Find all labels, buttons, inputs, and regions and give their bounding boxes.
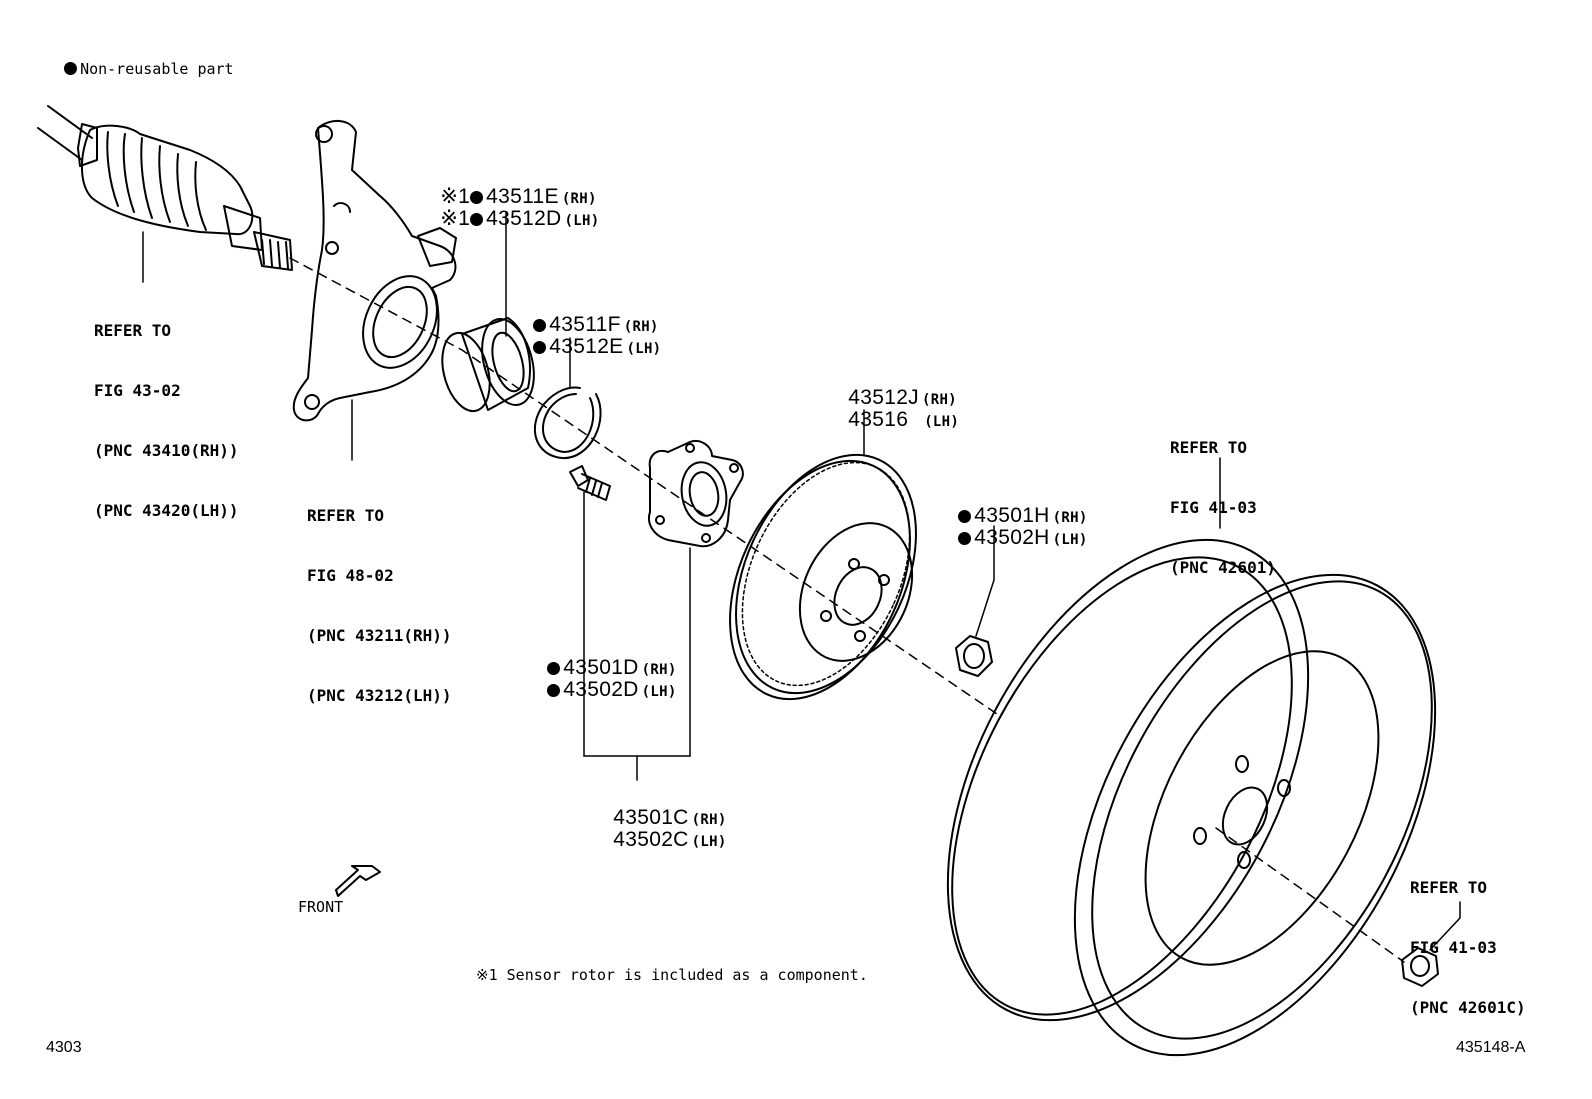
ref-line: REFER TO <box>94 321 172 340</box>
ref-line: (PNC 43212(LH)) <box>307 686 452 705</box>
non-reusable-dot-icon <box>470 191 484 204</box>
part-snapring-lh[interactable]: 43512E(LH) <box>521 315 661 357</box>
part-nut-rh[interactable]: 43501H(RH) <box>946 484 1088 526</box>
ref-line: REFER TO <box>307 506 385 525</box>
ref-knuckle: REFER TO FIG 48-02 (PNC 43211(RH)) (PNC … <box>307 466 452 726</box>
non-reusable-dot-icon <box>533 341 547 354</box>
non-reusable-dot-icon <box>958 532 972 545</box>
part-number: 43501D <box>563 656 639 679</box>
drive-shaft <box>37 105 293 283</box>
non-reusable-dot-icon <box>533 319 547 332</box>
front-arrow-icon <box>335 865 381 897</box>
non-reusable-dot-icon <box>958 510 972 523</box>
part-nut-lh[interactable]: 43502H(LH) <box>946 506 1088 548</box>
ref-wheel: REFER TO FIG 41-03 (PNC 42601) <box>1170 398 1276 598</box>
legend: Non-reusable part <box>46 47 234 77</box>
part-number: 43512J <box>848 386 919 409</box>
ref-wheel-nut: REFER TO FIG 41-03 (PNC 42601C) <box>1410 838 1526 1038</box>
side-label: (LH) <box>641 684 677 700</box>
non-reusable-dot-icon <box>470 213 484 226</box>
part-number: 43516 <box>848 408 909 431</box>
part-snapring-rh[interactable]: 43511F(RH) <box>521 293 659 335</box>
assembly-axis-line-wheel <box>1215 827 1405 963</box>
side-label: (RH) <box>641 662 677 678</box>
part-number: 43511F <box>549 313 621 336</box>
snap-ring <box>534 337 602 460</box>
figure-id: 435148-A <box>1456 1039 1526 1056</box>
legend-text: Non-reusable part <box>80 60 234 78</box>
side-label: (LH) <box>691 834 727 850</box>
non-reusable-dot-icon <box>547 684 561 697</box>
ref-line: FIG 41-03 <box>1170 498 1257 517</box>
hub-bolt <box>569 465 611 757</box>
part-bearing-lh[interactable]: ※1 43512D(LH) <box>428 187 599 229</box>
axle-hub <box>583 440 744 781</box>
ref-line: FIG 43-02 <box>94 381 181 400</box>
part-disc-rh[interactable]: 43512J(RH) <box>836 366 957 408</box>
assembly-axis-line <box>289 257 1001 717</box>
part-number: 43512D <box>486 207 562 230</box>
ref-line: (PNC 43410(RH)) <box>94 441 239 460</box>
ref-line: REFER TO <box>1410 878 1488 897</box>
part-bolt-rh[interactable]: 43501D(RH) <box>535 636 677 678</box>
side-label: (RH) <box>1052 510 1088 526</box>
footnote: ※1 Sensor rotor is included as a compone… <box>476 966 868 984</box>
part-disc-lh[interactable]: 43516 (LH) <box>836 388 959 430</box>
side-label: (LH) <box>1052 532 1088 548</box>
part-bearing-rh[interactable]: ※1 43511E(RH) <box>428 165 597 207</box>
ref-drive-shaft: REFER TO FIG 43-02 (PNC 43410(RH)) (PNC … <box>94 281 239 541</box>
part-number: 43512E <box>549 335 624 358</box>
ref-line: FIG 41-03 <box>1410 938 1497 957</box>
part-hub-lh[interactable]: 43502C(LH) <box>601 808 727 850</box>
ref-line: (PNC 43211(RH)) <box>307 626 452 645</box>
part-number: 43511E <box>486 185 559 208</box>
front-label: FRONT <box>298 898 344 916</box>
side-label: (RH) <box>623 319 659 335</box>
note-mark: ※1 <box>440 207 471 230</box>
part-number: 43501C <box>613 806 689 829</box>
wheel-rim <box>946 457 1437 1057</box>
non-reusable-dot-icon <box>64 62 78 75</box>
ref-line: (PNC 43420(LH)) <box>94 501 239 520</box>
side-label: (LH) <box>564 213 600 229</box>
side-label: (RH) <box>561 191 597 207</box>
side-label: (RH) <box>691 812 727 828</box>
part-bolt-lh[interactable]: 43502D(LH) <box>535 658 677 700</box>
ref-line: REFER TO <box>1170 438 1248 457</box>
side-label: (RH) <box>921 392 957 408</box>
side-label: (LH) <box>626 341 662 357</box>
part-hub-rh[interactable]: 43501C(RH) <box>601 786 727 828</box>
part-number: 43502D <box>563 678 639 701</box>
hub-nut <box>955 525 995 677</box>
side-label: (LH) <box>924 414 960 430</box>
page-code: 4303 <box>46 1039 82 1056</box>
part-number: 43502H <box>974 526 1050 549</box>
ref-line: (PNC 42601) <box>1170 558 1276 577</box>
wheel-nut <box>1401 901 1461 987</box>
ref-line: FIG 48-02 <box>307 566 394 585</box>
part-number: 43502C <box>613 828 689 851</box>
ref-line: (PNC 42601C) <box>1410 998 1526 1017</box>
non-reusable-dot-icon <box>547 662 561 675</box>
part-number: 43501H <box>974 504 1050 527</box>
brake-disc <box>729 409 917 701</box>
note-mark: ※1 <box>440 185 471 208</box>
steering-knuckle <box>292 120 457 461</box>
